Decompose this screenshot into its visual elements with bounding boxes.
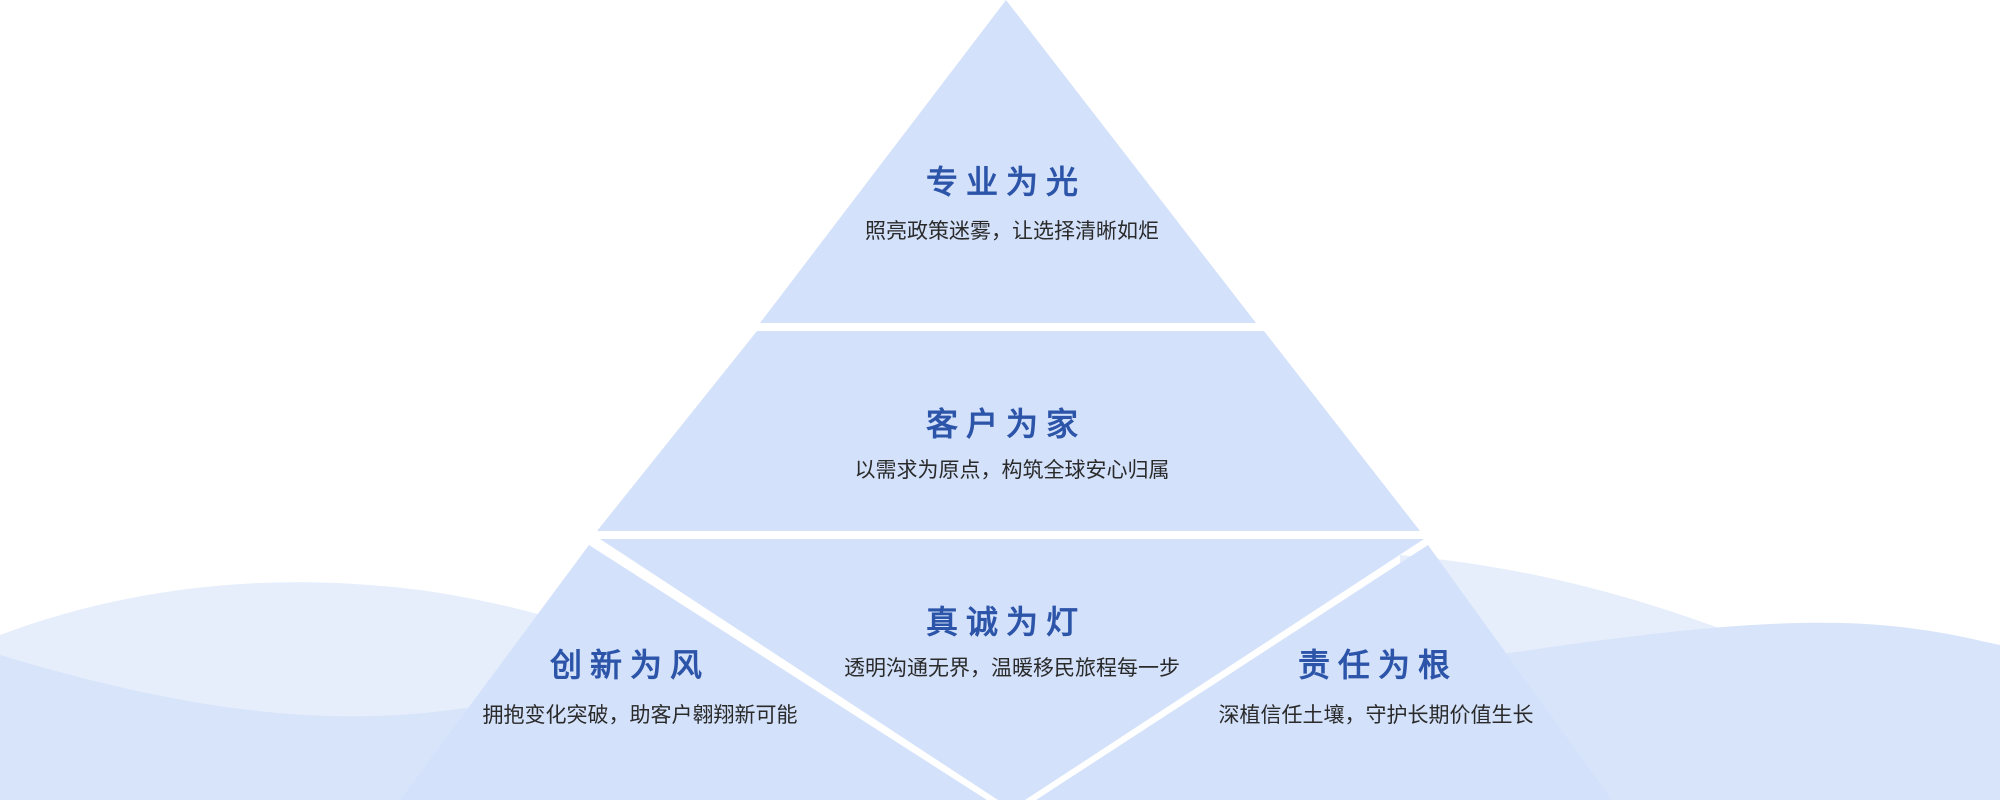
- pyramid-segment-bottom-right: [1036, 545, 1612, 800]
- pyramid-segment-bottom-left: [400, 545, 987, 800]
- tier-bottom-right-title: 责任为根: [1297, 646, 1459, 684]
- tier-top-desc: 照亮政策迷雾，让选择清晰如炬: [865, 219, 1159, 243]
- tier-middle-title: 客户为家: [925, 405, 1087, 443]
- tier-top-title: 专业为光: [925, 163, 1087, 201]
- tier-bottom-center-desc: 透明沟通无界，温暖移民旅程每一步: [844, 656, 1180, 680]
- tier-bottom-right-desc: 深植信任土壤，守护长期价值生长: [1218, 703, 1534, 727]
- tier-bottom-center-title: 真诚为灯: [925, 603, 1087, 641]
- tier-middle-desc: 以需求为原点，构筑全球安心归属: [854, 458, 1170, 482]
- pyramid-segment-middle: [597, 331, 1420, 531]
- tier-bottom-left-title: 创新为风: [549, 646, 711, 684]
- background-wave-right-front: [1460, 622, 2000, 800]
- tier-bottom-left-desc: 拥抱变化突破，助客户翱翔新可能: [482, 703, 798, 727]
- pyramid-segment-bottom-center: [600, 539, 1424, 800]
- pyramid-segment-top: [760, 0, 1256, 323]
